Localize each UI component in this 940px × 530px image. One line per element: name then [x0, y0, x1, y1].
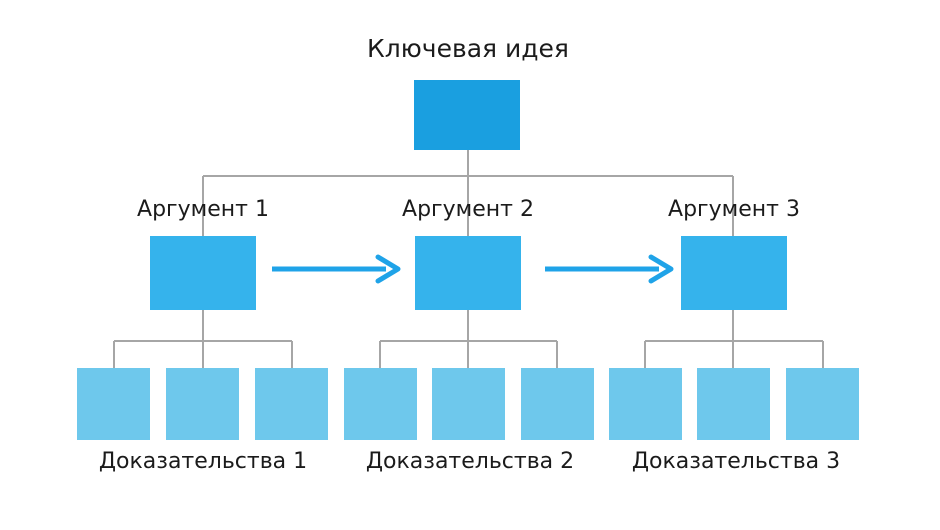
- evidence-group-label-1: Доказательства 1: [98, 449, 308, 474]
- argument-label-1: Аргумент 1: [137, 197, 269, 222]
- evidence-node-1-2[interactable]: [166, 368, 239, 440]
- argument-node-1[interactable]: [150, 236, 256, 310]
- root-label: Ключевая идея: [367, 34, 569, 63]
- evidence-node-2-1[interactable]: [344, 368, 417, 440]
- evidence-node-1-1[interactable]: [77, 368, 150, 440]
- evidence-group-label-2: Доказательства 2: [365, 449, 575, 474]
- root-node[interactable]: [414, 80, 520, 150]
- argument-label-3: Аргумент 3: [668, 197, 800, 222]
- flow-arrow-2-to-3: [545, 254, 674, 284]
- evidence-node-3-1[interactable]: [609, 368, 682, 440]
- argument-label-2: Аргумент 2: [402, 197, 534, 222]
- evidence-node-2-2[interactable]: [432, 368, 505, 440]
- evidence-node-1-3[interactable]: [255, 368, 328, 440]
- evidence-node-2-3[interactable]: [521, 368, 594, 440]
- flow-arrow-1-to-2: [272, 254, 401, 284]
- argument-node-3[interactable]: [681, 236, 787, 310]
- evidence-node-3-2[interactable]: [697, 368, 770, 440]
- evidence-group-label-3: Доказательства 3: [631, 449, 841, 474]
- evidence-node-3-3[interactable]: [786, 368, 859, 440]
- argument-node-2[interactable]: [415, 236, 521, 310]
